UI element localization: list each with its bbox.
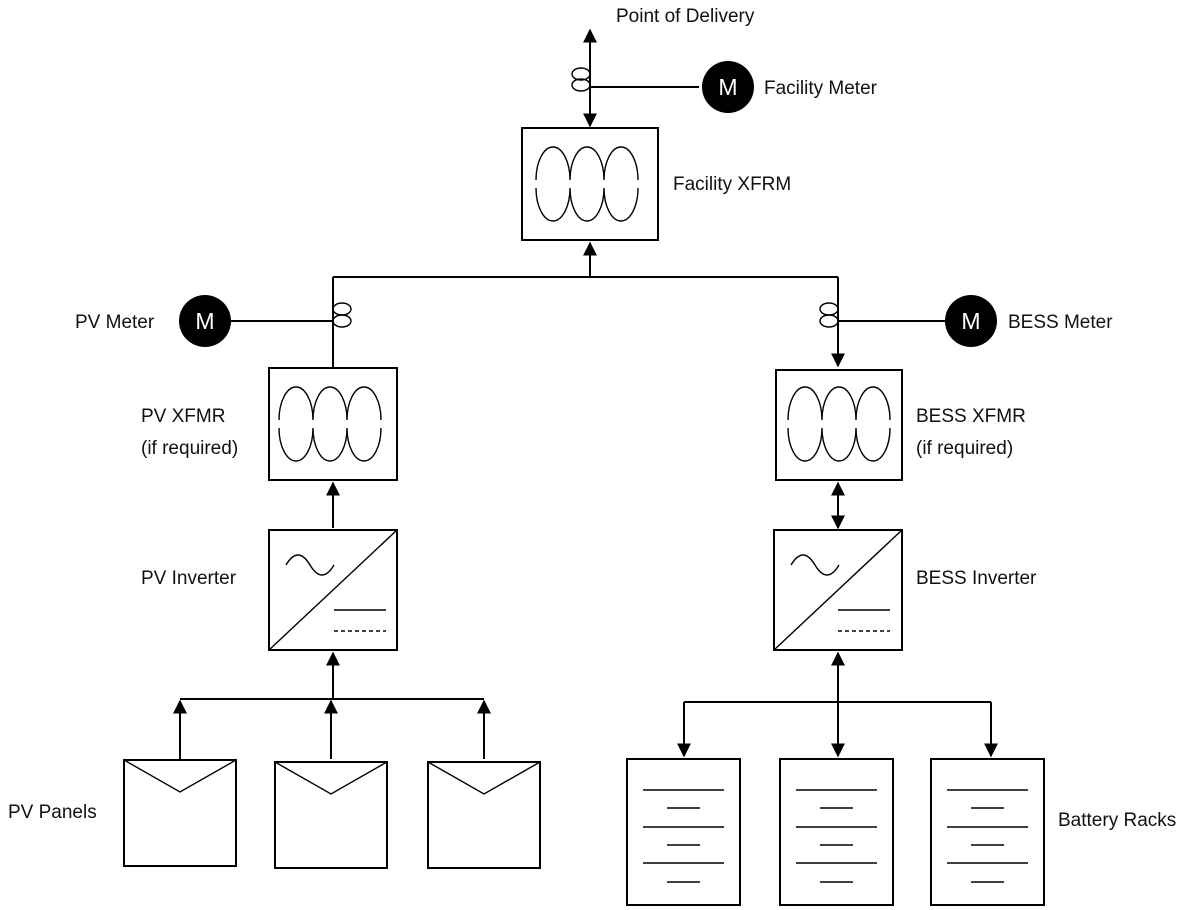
svg-text:M: M [718,74,737,100]
bess-xfmr-label: BESS XFMR [916,406,1026,427]
bess-inverter-box [773,529,903,651]
svg-text:M: M [195,308,214,334]
facility-meter-label: Facility Meter [764,78,878,99]
pv-panel-2 [274,761,388,869]
pv-inverter-box [268,529,398,651]
facility-xfrm-label: Facility XFRM [673,174,791,195]
pv-meter-label: PV Meter [75,312,155,333]
point-of-delivery-label: Point of Delivery [616,6,755,27]
battery-racks-label: Battery Racks [1058,810,1176,831]
bess-transformer-box [775,369,903,481]
bess-ct-icon [819,302,839,328]
facility-transformer-box [521,127,659,241]
facility-meter-icon: M [702,61,754,113]
battery-rack-2 [779,758,894,906]
pv-panel-1 [123,759,237,867]
pv-inverter-label: PV Inverter [141,568,237,589]
pv-meter-icon: M [179,295,231,347]
bess-xfmr-sublabel: (if required) [916,438,1013,459]
pv-xfmr-sublabel: (if required) [141,438,238,459]
battery-rack-1 [626,758,741,906]
pv-panels-label: PV Panels [8,802,97,823]
bess-meter-icon: M [945,295,997,347]
bess-meter-label: BESS Meter [1008,312,1113,333]
svg-text:M: M [961,308,980,334]
battery-rack-3 [930,758,1045,906]
facility-ct-icon [571,67,591,92]
pv-transformer-box [268,367,398,481]
pv-ct-icon [332,302,352,328]
pv-xfmr-label: PV XFMR [141,406,225,427]
bess-inverter-label: BESS Inverter [916,568,1037,589]
pv-panel-3 [427,761,541,869]
